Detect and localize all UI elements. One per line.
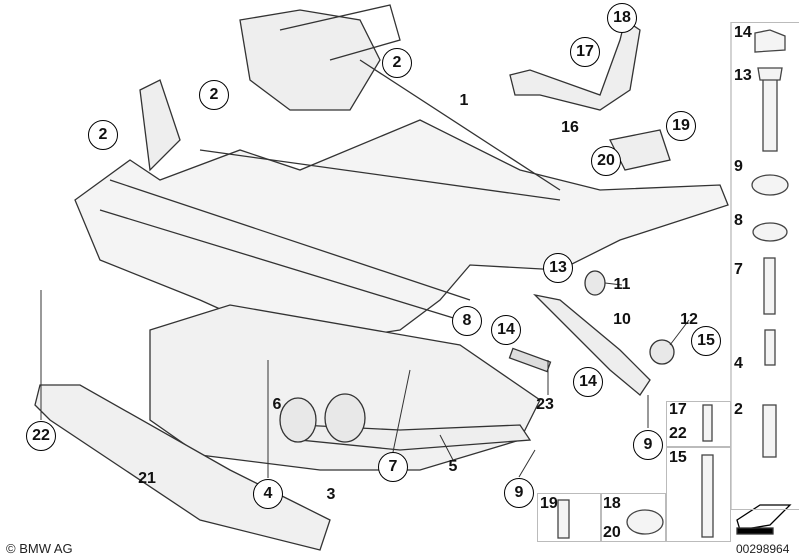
callout-7[interactable]: 7 bbox=[378, 452, 408, 482]
callout-3[interactable]: 3 bbox=[326, 486, 336, 503]
callout-13[interactable]: 13 bbox=[543, 253, 573, 283]
callout-10[interactable]: 10 bbox=[613, 311, 631, 328]
part-label-19: 19 bbox=[540, 495, 558, 512]
callout-2[interactable]: 2 bbox=[382, 48, 412, 78]
grid-cell bbox=[601, 493, 666, 542]
callout-20[interactable]: 20 bbox=[591, 146, 621, 176]
part-label-20: 20 bbox=[603, 524, 621, 541]
part-label-14: 14 bbox=[734, 24, 752, 41]
part-label-8: 8 bbox=[734, 212, 743, 229]
callout-6[interactable]: 6 bbox=[272, 396, 282, 413]
part-label-9: 9 bbox=[734, 158, 743, 175]
part-label-17: 17 bbox=[669, 401, 687, 418]
diagram-number: 00298964 bbox=[736, 542, 790, 556]
part-label-13: 13 bbox=[734, 67, 752, 84]
callout-5[interactable]: 5 bbox=[448, 458, 458, 475]
callout-22[interactable]: 22 bbox=[26, 421, 56, 451]
callout-19[interactable]: 19 bbox=[666, 111, 696, 141]
callout-21[interactable]: 21 bbox=[138, 470, 156, 487]
callout-12[interactable]: 12 bbox=[680, 311, 698, 328]
callout-9[interactable]: 9 bbox=[504, 478, 534, 508]
grid-cell bbox=[666, 401, 731, 447]
callout-8[interactable]: 8 bbox=[452, 306, 482, 336]
brand-text: BMW AG bbox=[19, 541, 73, 556]
callout-9[interactable]: 9 bbox=[633, 430, 663, 460]
part-label-18: 18 bbox=[603, 495, 621, 512]
callout-2[interactable]: 2 bbox=[88, 120, 118, 150]
callout-18[interactable]: 18 bbox=[607, 3, 637, 33]
callout-23[interactable]: 23 bbox=[536, 396, 554, 413]
grid-cell bbox=[537, 493, 601, 542]
callout-16[interactable]: 16 bbox=[561, 119, 579, 136]
callout-14[interactable]: 14 bbox=[573, 367, 603, 397]
callout-14[interactable]: 14 bbox=[491, 315, 521, 345]
part-label-15: 15 bbox=[669, 449, 687, 466]
part-label-22: 22 bbox=[669, 425, 687, 442]
callout-15[interactable]: 15 bbox=[691, 326, 721, 356]
copyright-icon: © bbox=[6, 541, 20, 556]
callout-4[interactable]: 4 bbox=[253, 479, 283, 509]
part-label-2: 2 bbox=[734, 401, 743, 418]
callout-11[interactable]: 11 bbox=[613, 276, 631, 293]
copyright-brand: © BMW AG bbox=[6, 541, 73, 556]
part-label-4: 4 bbox=[734, 355, 743, 372]
callout-1[interactable]: 1 bbox=[459, 92, 469, 109]
parts-column bbox=[731, 22, 799, 510]
callout-2[interactable]: 2 bbox=[199, 80, 229, 110]
part-label-7: 7 bbox=[734, 261, 743, 278]
grid-cell bbox=[666, 447, 731, 542]
callout-17[interactable]: 17 bbox=[570, 37, 600, 67]
